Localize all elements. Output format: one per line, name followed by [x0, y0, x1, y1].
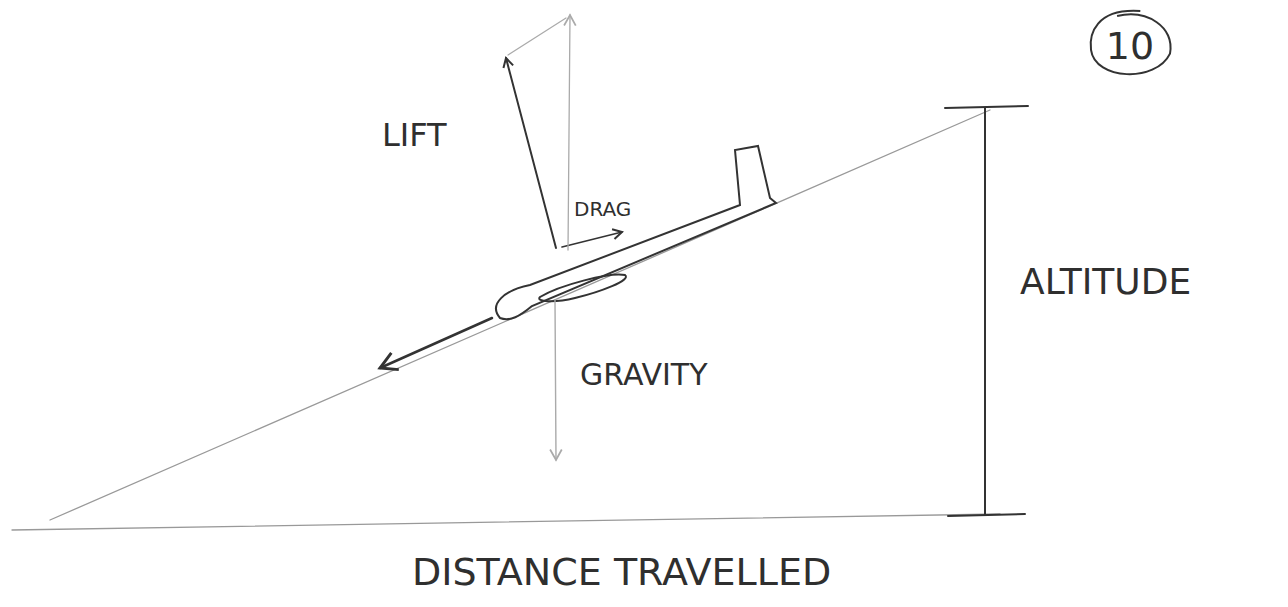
drag-arrow	[562, 232, 622, 247]
force-label: GRAVITY	[580, 358, 708, 391]
dimension-label: ALTITUDE	[1020, 262, 1191, 302]
circle-outline	[1091, 11, 1171, 74]
velocity-arrow	[380, 318, 492, 368]
altitude-tick	[945, 106, 1028, 108]
altitude-bar	[984, 108, 986, 515]
gravity-arrow	[555, 300, 556, 460]
callout-number: 10	[1106, 24, 1154, 68]
altitude-tick	[948, 514, 1025, 516]
axis-label: DISTANCE TRAVELLED	[412, 552, 831, 594]
lift-component	[568, 15, 570, 250]
force-label: DRAG	[574, 198, 631, 220]
lift-arrow	[506, 58, 556, 248]
force-label: LIFT	[382, 118, 447, 153]
component-line	[508, 18, 566, 55]
callout-circle: 10	[1087, 8, 1173, 84]
glide-path	[50, 110, 990, 520]
glider-wing	[539, 275, 626, 302]
ground-line	[12, 514, 1000, 530]
glider-fuselage	[496, 146, 776, 319]
